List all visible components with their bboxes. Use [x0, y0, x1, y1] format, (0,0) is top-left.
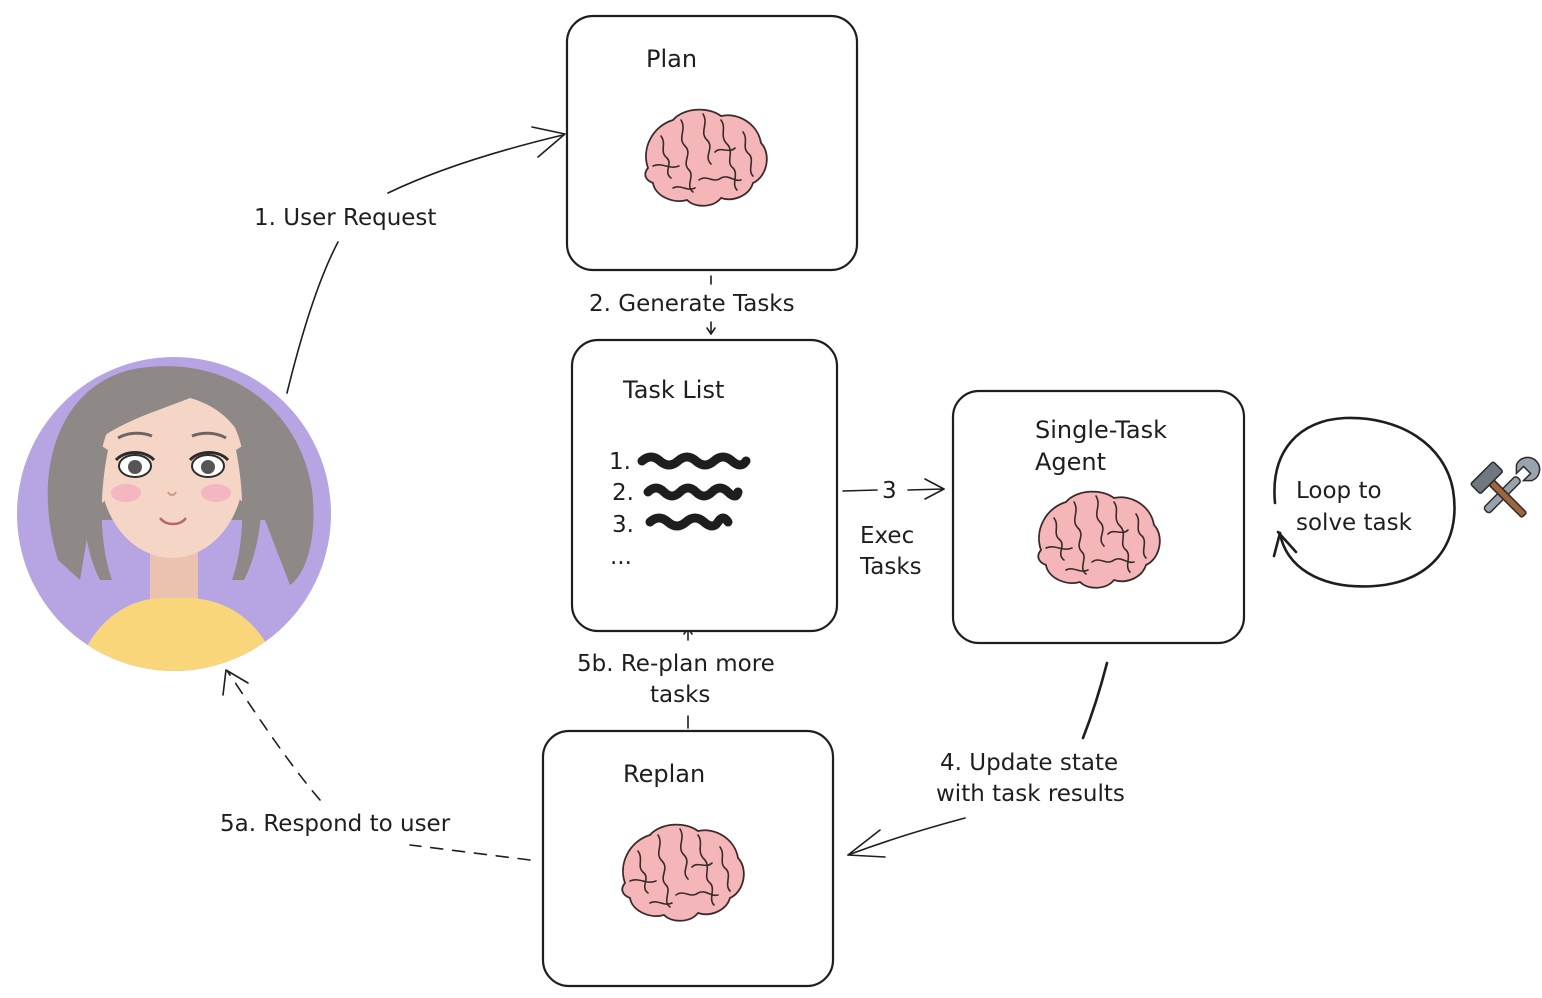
- edge-loop-solve-task: Loop to solve task: [1272, 416, 1456, 588]
- task-list-item-more: ...: [610, 544, 632, 570]
- edge-exec-tasks: 3 Exec Tasks: [842, 478, 945, 580]
- node-task-list: Task List 1. 2. 3. ...: [570, 338, 839, 633]
- node-agent-title-line2: Agent: [1035, 448, 1106, 476]
- task-list-item-3: 3.: [612, 512, 634, 538]
- node-replan: Replan: [541, 729, 835, 988]
- brain-icon: [644, 108, 768, 207]
- edge-label-user-request: 1. User Request: [254, 205, 436, 231]
- task-list-item-1: 1.: [609, 449, 631, 475]
- edge-label-loop-line2: solve task: [1296, 510, 1413, 536]
- node-plan: Plan: [565, 14, 859, 272]
- edge-label-exec-line1: Exec: [860, 523, 914, 549]
- edge-user-request: 1. User Request: [254, 126, 566, 394]
- node-plan-title: Plan: [646, 45, 697, 73]
- brain-icon: [1037, 490, 1161, 589]
- scribble-line-3-icon: [645, 513, 733, 531]
- edge-replan-tasks: 5b. Re-plan more tasks: [577, 627, 775, 729]
- edge-label-replan-line1: 5b. Re-plan more: [577, 651, 775, 677]
- edge-label-loop-line1: Loop to: [1296, 478, 1382, 504]
- node-agent-title-line1: Single-Task: [1035, 416, 1167, 444]
- edge-label-update-line2: with task results: [936, 781, 1125, 807]
- node-task-list-title: Task List: [622, 376, 724, 404]
- hammer-wrench-icon: [1470, 456, 1541, 518]
- edge-update-state: 4. Update state with task results: [847, 661, 1125, 858]
- user-avatar-icon: [17, 357, 331, 671]
- edge-label-generate-tasks: 2. Generate Tasks: [589, 291, 795, 317]
- node-replan-title: Replan: [623, 760, 705, 788]
- scribble-line-1-icon: [637, 452, 751, 470]
- edge-respond-to-user: 5a. Respond to user: [220, 669, 531, 861]
- edge-label-exec-number: 3: [882, 478, 897, 504]
- brain-icon: [621, 823, 745, 922]
- edge-label-exec-line2: Tasks: [859, 554, 922, 580]
- edge-label-respond: 5a. Respond to user: [220, 811, 451, 837]
- edge-label-update-line1: 4. Update state: [940, 750, 1118, 776]
- scribble-line-2-icon: [643, 483, 743, 501]
- node-single-task-agent: Single-Task Agent: [951, 389, 1246, 645]
- task-list-item-2: 2.: [612, 480, 634, 506]
- edge-label-replan-line2: tasks: [650, 682, 710, 708]
- edge-generate-tasks: 2. Generate Tasks: [589, 275, 795, 335]
